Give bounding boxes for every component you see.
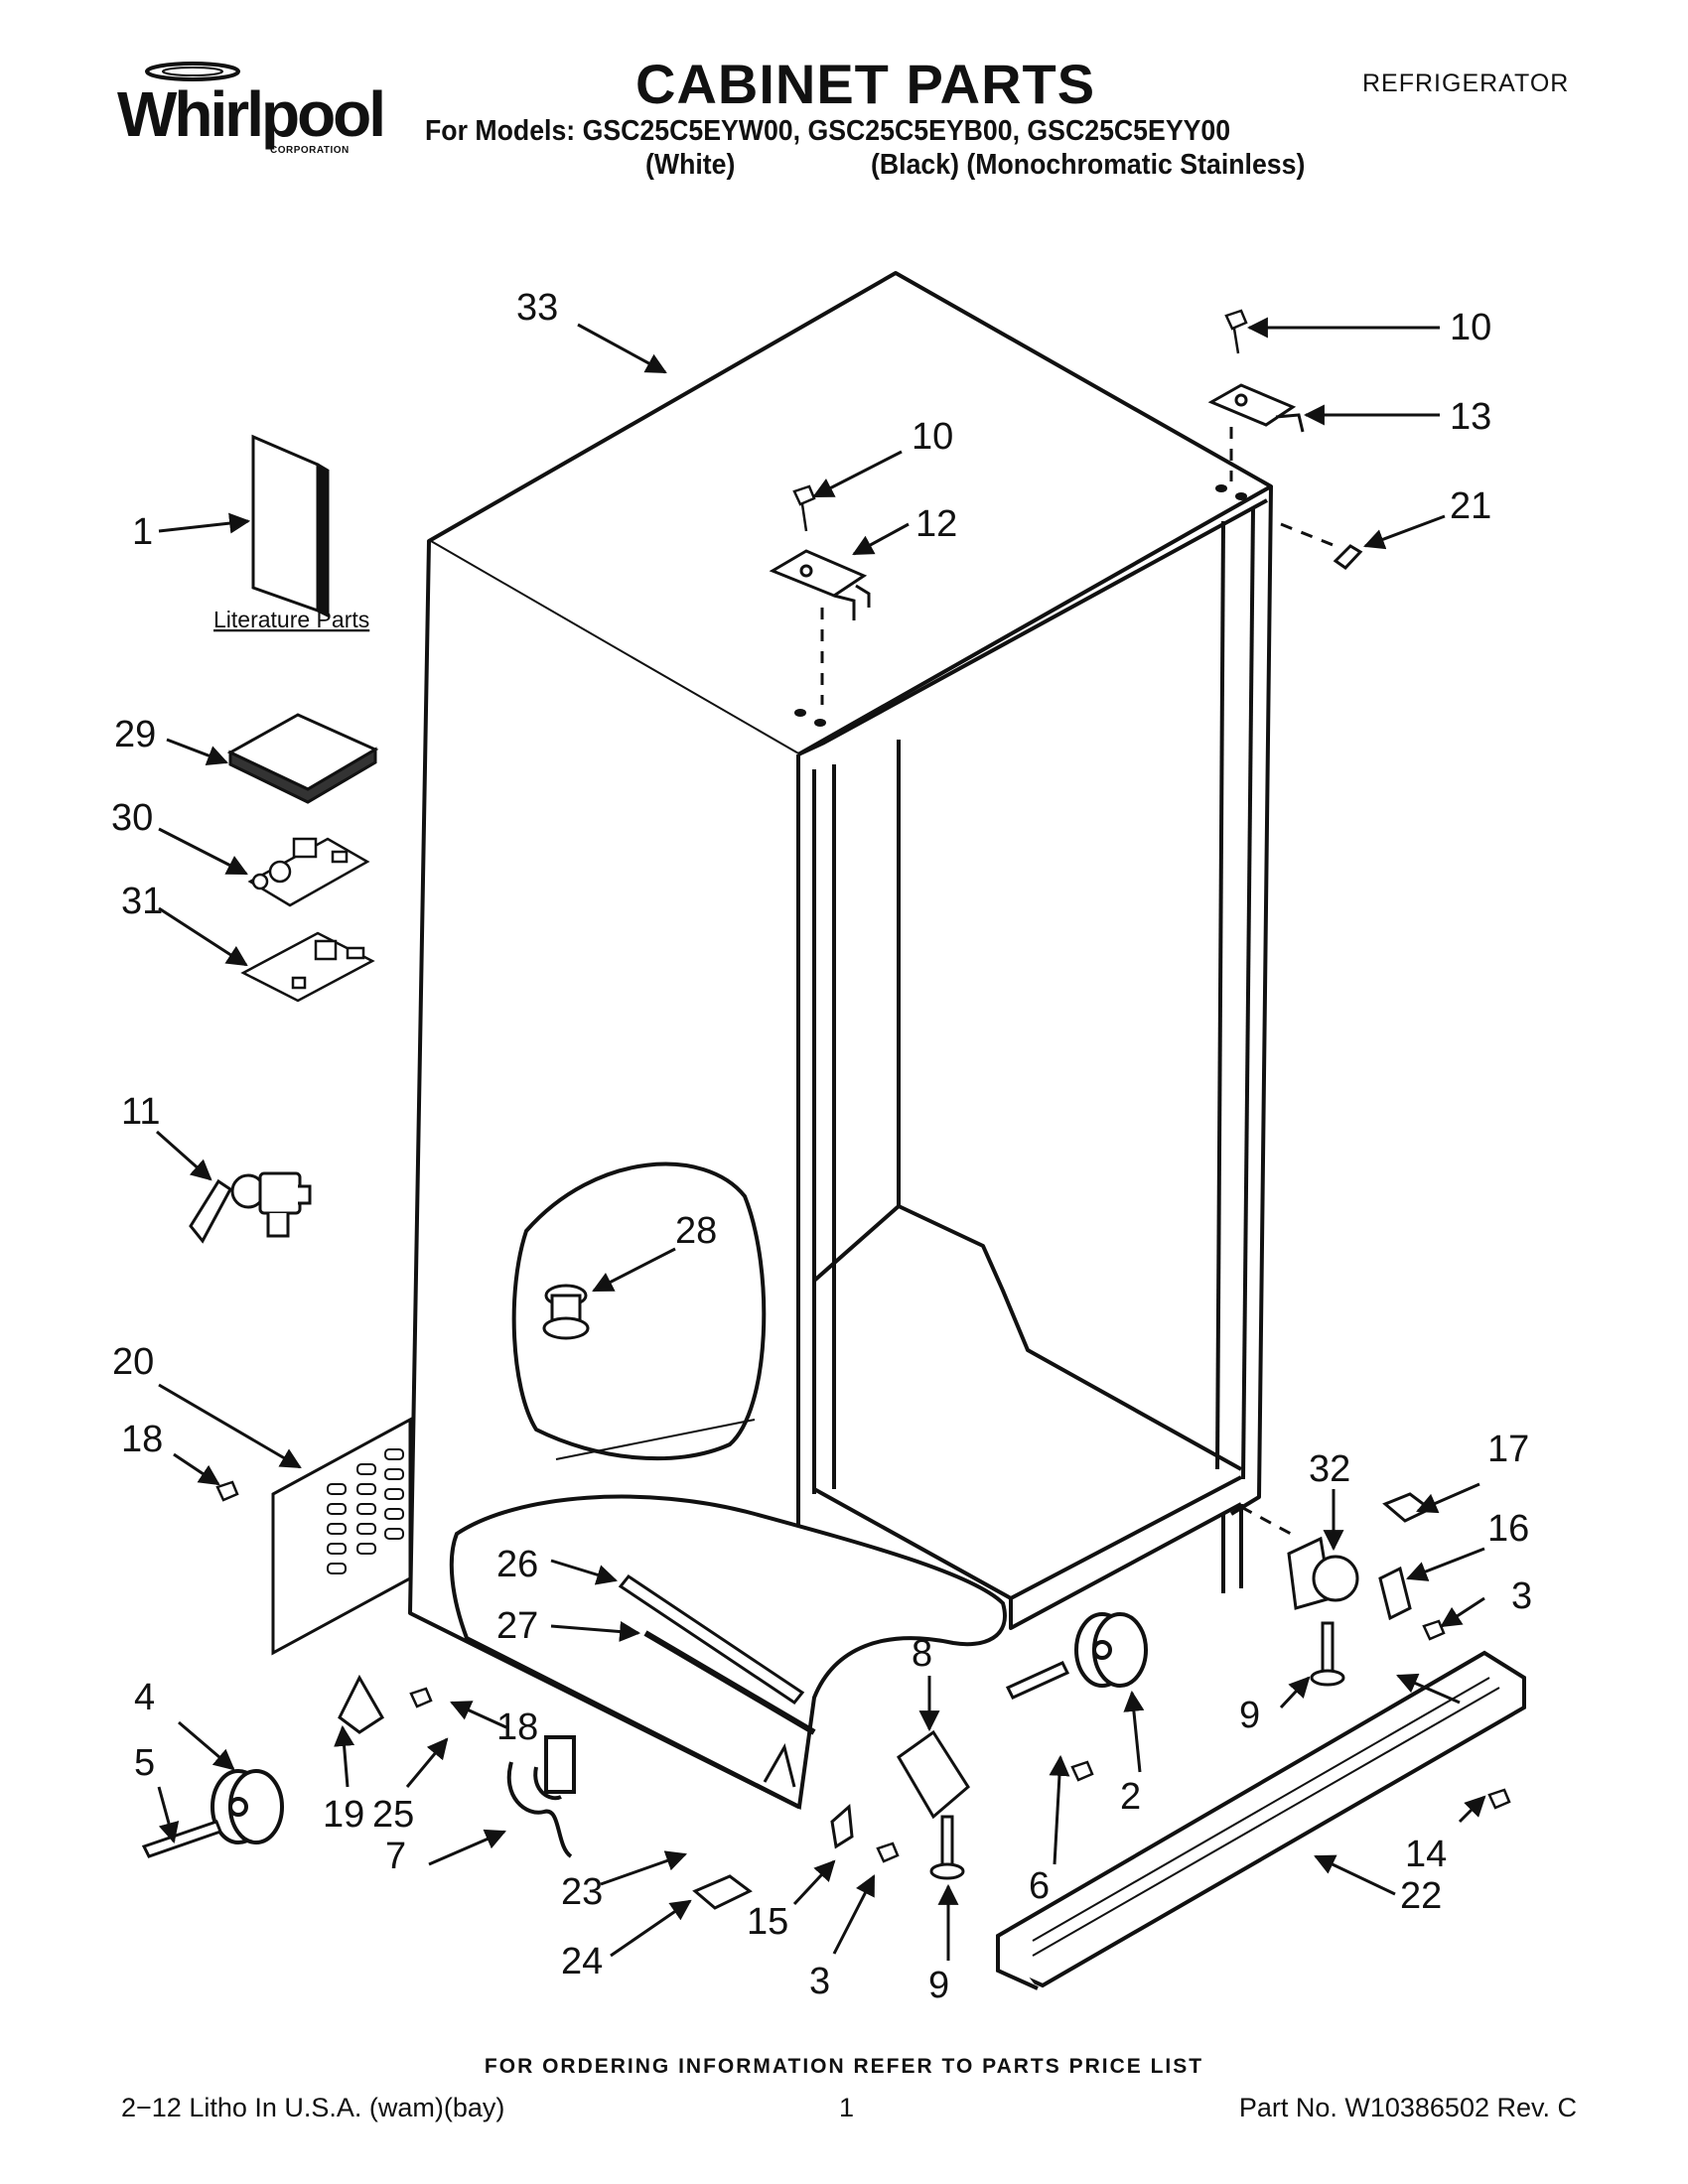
callout-21: 21 xyxy=(1450,485,1491,527)
whirlpool-logo: Whirlpool CORPORATION xyxy=(111,58,386,161)
callout-19: 19 xyxy=(323,1794,364,1836)
part-number: Part No. W10386502 Rev. C xyxy=(1238,2093,1577,2122)
color-black-stainless: (Black) (Monochromatic Stainless) xyxy=(871,149,1306,181)
literature-booklet-icon xyxy=(251,434,330,618)
callout-1: 1 xyxy=(132,511,153,553)
callout-10: 10 xyxy=(912,416,953,458)
page-number: 1 xyxy=(839,2093,855,2122)
callout-4: 4 xyxy=(134,1677,155,1718)
cutaway-view-upper xyxy=(511,1161,767,1461)
appliance-type: REFRIGERATOR xyxy=(1362,69,1570,97)
callout-26: 26 xyxy=(496,1544,538,1585)
callout-17: 17 xyxy=(1487,1429,1529,1470)
callout-25: 25 xyxy=(372,1794,414,1836)
callout-20: 20 xyxy=(112,1341,154,1383)
control-board-icon xyxy=(240,931,375,1003)
mounting-holes xyxy=(794,484,1247,727)
brand-name: Whirlpool xyxy=(117,78,386,150)
hinge-pin-cap-icon xyxy=(1333,544,1363,570)
logo-swoosh-icon xyxy=(145,62,240,81)
screw-icon xyxy=(215,309,1511,1863)
literature-parts-label: Literature Parts xyxy=(213,607,369,632)
page-title: CABINET PARTS xyxy=(635,53,1096,115)
top-hinge-left-icon xyxy=(769,549,871,620)
leader-arrows xyxy=(156,317,1486,1961)
callout-12: 12 xyxy=(915,503,957,545)
brand-corporation: CORPORATION xyxy=(270,145,350,156)
base-grille-icon xyxy=(996,1650,1526,1990)
callout-28: 28 xyxy=(675,1210,717,1252)
water-valve-icon xyxy=(189,1171,312,1244)
callout-32: 32 xyxy=(1309,1448,1350,1490)
callout-3: 3 xyxy=(809,1961,830,2002)
callout-8: 8 xyxy=(912,1633,932,1675)
callout-13: 13 xyxy=(1450,396,1491,438)
foot-pad-icon xyxy=(692,1874,753,1910)
roller-wheel-icon xyxy=(211,1612,1148,1844)
model-list: For Models: GSC25C5EYW00, GSC25C5EYB00, … xyxy=(425,115,1231,147)
drain-plug-icon xyxy=(542,1284,590,1340)
callout-22: 22 xyxy=(1400,1875,1442,1917)
power-board-icon xyxy=(247,837,370,907)
callout-15: 15 xyxy=(747,1901,788,1943)
callout-6: 6 xyxy=(1029,1865,1050,1907)
callout-10: 10 xyxy=(1450,307,1491,348)
callout-33: 33 xyxy=(516,287,558,329)
color-white: (White) xyxy=(645,149,736,181)
callout-18: 18 xyxy=(121,1419,163,1460)
leveling-leg-icon xyxy=(929,1621,1345,1880)
litho-info: 2−12 Litho In U.S.A. (wam)(bay) xyxy=(121,2093,505,2122)
callout-labels: 33 10 13 10 12 21 1 29 30 31 11 28 20 18… xyxy=(111,287,1532,2006)
callout-9: 9 xyxy=(928,1965,949,2006)
callout-9: 9 xyxy=(1239,1695,1260,1736)
rear-grille-icon xyxy=(271,1417,412,1656)
callout-2: 2 xyxy=(1120,1776,1141,1818)
drain-trap-icon xyxy=(506,1735,576,1858)
callout-30: 30 xyxy=(111,797,153,839)
callout-23: 23 xyxy=(561,1871,603,1913)
callout-24: 24 xyxy=(561,1941,603,1982)
drain-tube-icon xyxy=(618,1573,816,1735)
ordering-note: FOR ORDERING INFORMATION REFER TO PARTS … xyxy=(484,2055,1204,2078)
callout-18: 18 xyxy=(496,1706,538,1748)
top-hinge-right-icon xyxy=(1207,383,1305,433)
callout-3: 3 xyxy=(1511,1575,1532,1617)
callout-16: 16 xyxy=(1487,1508,1529,1550)
callout-7: 7 xyxy=(385,1836,406,1877)
callout-5: 5 xyxy=(134,1742,155,1784)
axle-icon xyxy=(141,1661,1070,1858)
callout-27: 27 xyxy=(496,1605,538,1647)
callout-11: 11 xyxy=(121,1091,160,1133)
alignment-lines xyxy=(820,427,1341,1536)
callout-29: 29 xyxy=(114,714,156,755)
callout-31: 31 xyxy=(121,881,163,922)
callout-14: 14 xyxy=(1405,1834,1447,1875)
mounting-bracket-icon xyxy=(338,1492,1433,1849)
control-board-cover-icon xyxy=(226,713,379,804)
